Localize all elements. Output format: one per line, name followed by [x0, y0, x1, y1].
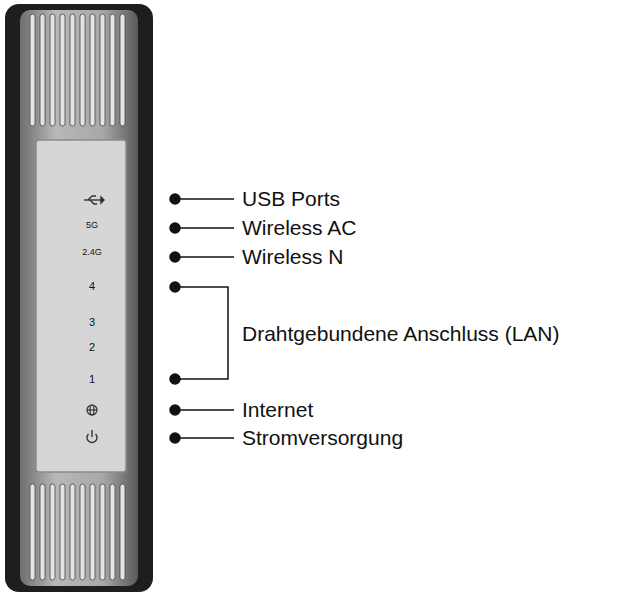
fin — [30, 484, 35, 580]
part-label: Internet — [242, 398, 313, 421]
part-label: Wireless AC — [242, 216, 356, 239]
power-icon — [87, 430, 97, 443]
leader-lines — [170, 194, 234, 443]
router-housing — [5, 4, 153, 592]
fin — [90, 14, 95, 126]
cooling-fins — [30, 14, 125, 580]
fin — [80, 14, 85, 126]
fin — [60, 14, 65, 126]
part-label: USB Ports — [242, 187, 340, 210]
part-label: Drahtgebundene Anschluss (LAN) — [242, 322, 560, 345]
port-number: 3 — [89, 316, 95, 328]
panel-label: 5G — [86, 221, 98, 231]
fin — [110, 484, 115, 580]
led-panel — [36, 140, 126, 472]
router-front — [20, 10, 138, 586]
fin — [30, 14, 35, 126]
usb-icon — [84, 196, 104, 204]
part-label: Stromversorgung — [242, 426, 403, 449]
fin — [40, 484, 45, 580]
fin — [60, 484, 65, 580]
fin — [70, 484, 75, 580]
panel-label: 2.4G — [82, 248, 102, 258]
fin — [120, 14, 125, 126]
fin — [100, 484, 105, 580]
fin — [70, 14, 75, 126]
fin — [110, 14, 115, 126]
fin — [50, 14, 55, 126]
fin — [120, 484, 125, 580]
fin — [90, 484, 95, 580]
port-number: 2 — [89, 341, 95, 353]
port-number: 1 — [89, 373, 95, 385]
fin — [100, 14, 105, 126]
fin — [50, 484, 55, 580]
part-label: Wireless N — [242, 245, 344, 268]
internet-icon — [87, 405, 97, 415]
port-number: 4 — [89, 280, 95, 292]
fin — [80, 484, 85, 580]
fin — [40, 14, 45, 126]
